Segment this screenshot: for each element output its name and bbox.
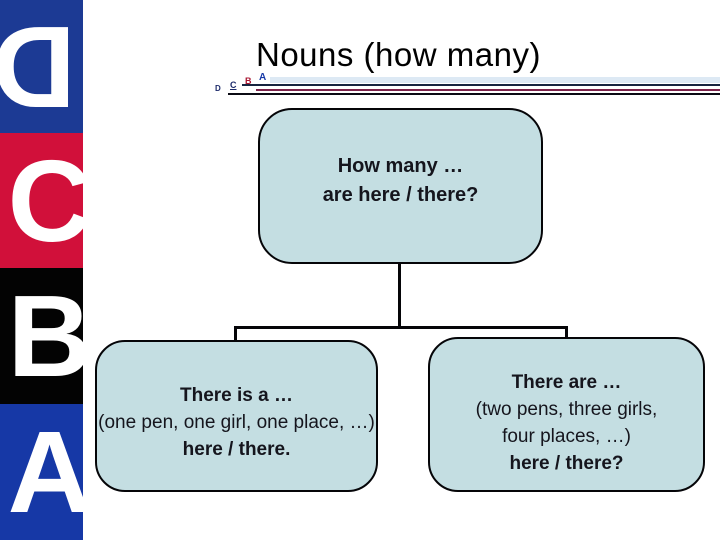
- left-box-line3: here / there.: [182, 439, 291, 460]
- decor-rule-pale-band: [270, 77, 720, 83]
- strip-block-c: C: [0, 133, 83, 268]
- connector-drop-left: [234, 326, 237, 341]
- alphabet-strip: D C B A: [0, 0, 83, 540]
- strip-letter-a: A: [7, 407, 83, 537]
- decor-rule-middle: [256, 89, 720, 91]
- strip-block-a: A: [0, 404, 83, 540]
- decor-rule-top: [242, 84, 720, 86]
- strip-block-d: D: [0, 0, 83, 133]
- right-box-there-are: There are … (two pens, three girls, four…: [428, 337, 705, 492]
- strip-letter-b: B: [7, 271, 83, 401]
- left-box-line1: There is a …: [180, 385, 293, 406]
- mini-letter-a: A: [259, 72, 267, 83]
- strip-block-b: B: [0, 268, 83, 404]
- connector-vertical-top: [398, 264, 401, 328]
- right-box-line3: four places, …): [502, 426, 631, 447]
- connector-drop-right: [565, 326, 568, 338]
- top-box-line1: How many …: [337, 155, 464, 177]
- right-box-line2: (two pens, three girls,: [475, 399, 658, 420]
- strip-letter-d: D: [0, 2, 83, 132]
- right-box-line4: here / there?: [509, 453, 624, 474]
- top-box-how-many: How many … are here / there?: [258, 108, 543, 264]
- mini-letter-c: C: [230, 80, 237, 90]
- slide-title: Nouns (how many): [256, 36, 541, 73]
- right-box-line1: There are …: [511, 372, 622, 393]
- left-box-line2: (one pen, one girl, one place, …): [98, 412, 375, 433]
- decor-rule-bottom: [228, 93, 720, 95]
- mini-letter-b: B: [245, 76, 252, 86]
- mini-letter-d: D: [215, 84, 221, 93]
- connector-horizontal: [234, 326, 568, 329]
- top-box-line2: are here / there?: [322, 184, 479, 206]
- strip-letter-c: C: [7, 135, 83, 266]
- left-box-there-is: There is a … (one pen, one girl, one pla…: [95, 340, 378, 492]
